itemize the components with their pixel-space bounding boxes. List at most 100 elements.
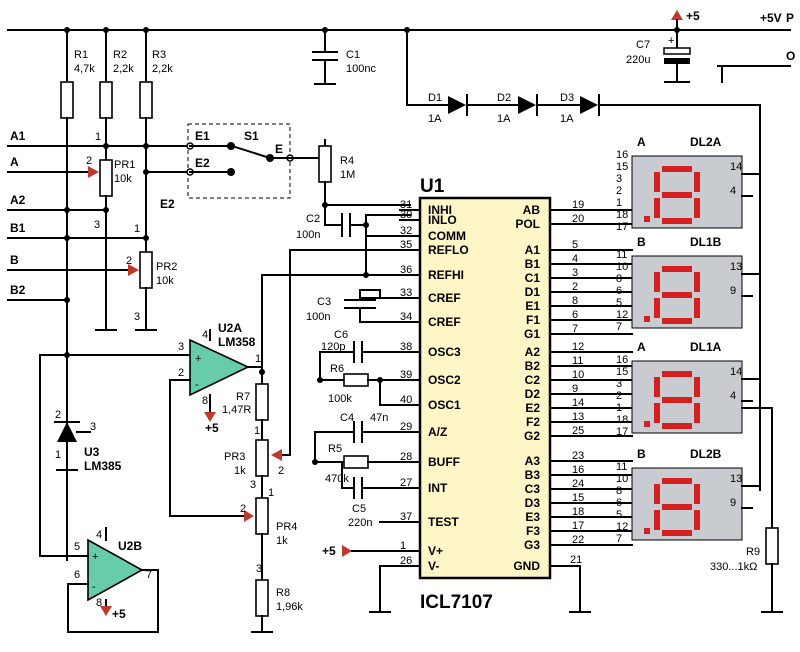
- display-pin-number: 3: [616, 378, 622, 390]
- pin-label: 3: [134, 311, 140, 323]
- c6-name: C6: [334, 329, 348, 341]
- u1-pin-number: 2: [572, 281, 578, 293]
- e2-label: E2: [195, 156, 210, 170]
- r3-name: R3: [152, 49, 166, 61]
- u1-pin-label: E1: [525, 299, 540, 313]
- u1-pin-number: 14: [572, 397, 584, 409]
- display-segment: [654, 377, 660, 397]
- c4-name: C4: [340, 412, 354, 424]
- junction-dot: [143, 143, 149, 149]
- pin-label: 1: [255, 353, 261, 365]
- r9-name: R9: [746, 546, 760, 558]
- display-segment: [654, 298, 660, 318]
- display-dp-pin: 9: [730, 285, 736, 297]
- pin-label: 1: [95, 131, 101, 143]
- c3-value: 100n: [306, 311, 330, 323]
- junction-dot: [64, 207, 70, 213]
- display-decimal-point: [644, 316, 650, 322]
- pin-label: 6: [74, 569, 80, 581]
- display-dp-pin: 4: [730, 185, 736, 197]
- display-pin-number: 5: [616, 509, 622, 521]
- u1-pin-label: G2: [524, 429, 540, 443]
- display-segment: [662, 292, 692, 298]
- display-segment: [694, 510, 700, 530]
- pin-label: 2: [178, 367, 184, 379]
- u2a-part: LM358: [218, 335, 256, 349]
- display-com-pin: 14: [730, 161, 742, 173]
- junction-dot: [143, 169, 149, 175]
- c2-value: 100n: [296, 229, 320, 241]
- display-pin-number: 17: [616, 426, 628, 438]
- display-tag: A: [637, 135, 646, 149]
- pr4-name: PR4: [276, 521, 297, 533]
- resistor-r6: [343, 373, 369, 387]
- junction-dot: [363, 222, 369, 228]
- r9-value: 330...1kΩ: [710, 561, 757, 573]
- u1-pin-label: F1: [526, 313, 540, 327]
- u1-pin-label: A/Z: [428, 425, 447, 439]
- plus5v-label: +5V: [760, 11, 782, 25]
- d1-name: D1: [428, 92, 442, 104]
- display-segment: [654, 403, 660, 423]
- u1-pin-number: 12: [572, 341, 584, 353]
- pin-label: 1: [55, 449, 61, 461]
- r8-value: 1,96k: [276, 601, 303, 613]
- opamp-u2a: [189, 338, 250, 397]
- junction-dot: [377, 377, 383, 383]
- display-segment: [662, 504, 692, 510]
- display-pin-number: 12: [616, 521, 628, 533]
- p-label: P: [786, 11, 794, 25]
- display-pin-number: 8: [616, 273, 622, 285]
- u1-pin-label: V+: [428, 544, 443, 558]
- r7-value: 1,47R: [222, 404, 251, 416]
- junction-dot: [143, 235, 149, 241]
- display-pin-number: 7: [616, 321, 622, 333]
- display-com-pin: 13: [730, 261, 742, 273]
- junction-dot: [103, 207, 109, 213]
- u1-pin-number: 19: [572, 199, 584, 211]
- u1-pin-number: 7: [572, 323, 578, 335]
- u1-part: ICL7107: [420, 592, 493, 613]
- display-segment: [662, 397, 692, 403]
- u1-pin-label: TEST: [428, 515, 459, 529]
- u1-pin-label: E2: [525, 401, 540, 415]
- supply-arrow-icon: [100, 606, 112, 616]
- display-segment: [654, 484, 660, 504]
- u2b-supply: +5: [112, 607, 126, 621]
- display-pin-number: 10: [616, 473, 628, 485]
- wiper-arrow-icon: [244, 510, 254, 522]
- u1-pin-number: 34: [400, 311, 412, 323]
- u1-pin-label: F3: [526, 524, 540, 538]
- display-tag: B: [637, 447, 646, 461]
- display-segment: [662, 266, 692, 272]
- pot-pr3: [255, 439, 269, 477]
- display-pin-number: 12: [616, 309, 628, 321]
- electrolytic-cap-plate: [663, 47, 691, 55]
- u1-pin-number: 10: [572, 369, 584, 381]
- u3-name: U3: [84, 445, 100, 459]
- pin-label: 2: [278, 465, 284, 477]
- display-group: DL2AA16153211817144DL1BB1110865127139DL1…: [616, 135, 761, 545]
- display-segment: [662, 478, 692, 484]
- input-b2-label: B2: [10, 283, 26, 297]
- display-pin-number: 15: [616, 366, 628, 378]
- pin-label: 2: [55, 409, 61, 421]
- r5-name: R5: [328, 443, 342, 455]
- d2-value: 1A: [497, 113, 511, 125]
- junction-dot: [322, 202, 328, 208]
- u1-pin-number: 5: [572, 239, 578, 251]
- u1-pin-label: G1: [524, 327, 540, 341]
- u1-pin-label: F2: [526, 415, 540, 429]
- r5-value: 470k: [325, 473, 349, 485]
- plus-sign: +: [92, 551, 98, 563]
- r6-value: 100k: [328, 393, 352, 405]
- pin-label: 8: [202, 395, 208, 407]
- u1-name: U1: [420, 176, 445, 197]
- junction-dot: [103, 143, 109, 149]
- u1-pin-label: C2: [525, 373, 541, 387]
- u1-pin-label: D2: [525, 387, 541, 401]
